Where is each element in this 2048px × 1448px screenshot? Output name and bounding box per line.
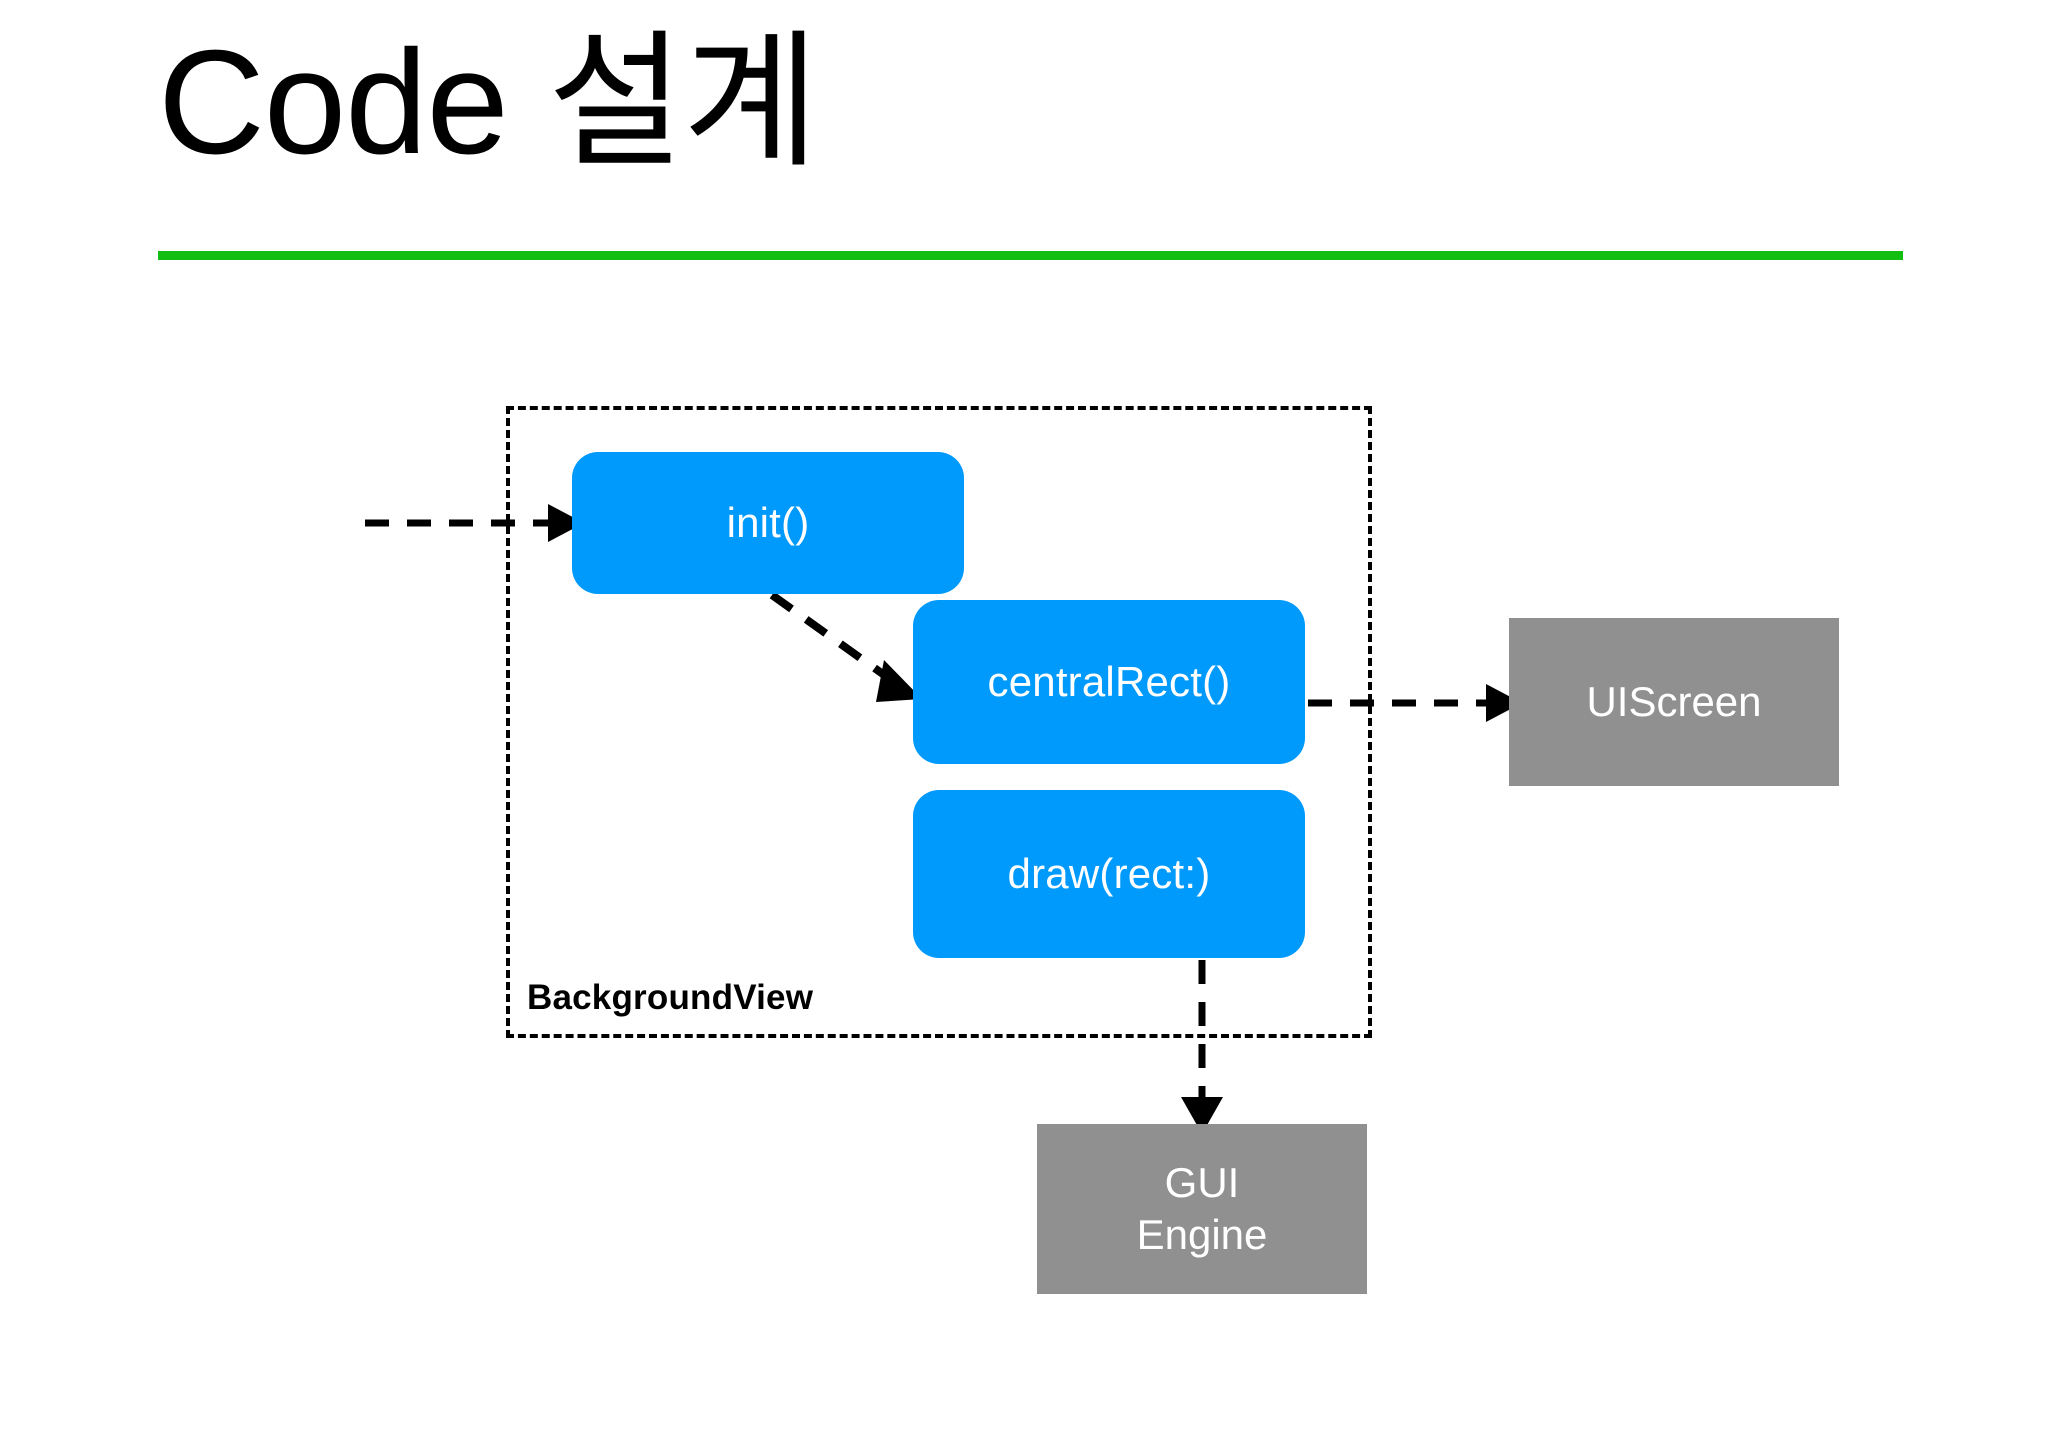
node-centralrect[interactable]: centralRect() — [913, 600, 1305, 764]
node-guiengine[interactable]: GUI Engine — [1037, 1124, 1367, 1294]
title-underline-rule — [158, 251, 1903, 260]
group-backgroundview-label: BackgroundView — [527, 978, 814, 1017]
edge-init-to-centralrect — [769, 591, 922, 702]
edge-centralrect-to-uiscreen — [1308, 684, 1522, 722]
node-init[interactable]: init() — [572, 452, 964, 594]
page-title: Code 설계 — [158, 20, 819, 185]
group-backgroundview — [506, 406, 1372, 1038]
edge-draw-to-guiengine — [1181, 960, 1223, 1134]
node-uiscreen[interactable]: UIScreen — [1509, 618, 1839, 786]
edge-entry-to-init — [365, 504, 584, 542]
node-draw[interactable]: draw(rect:) — [913, 790, 1305, 958]
